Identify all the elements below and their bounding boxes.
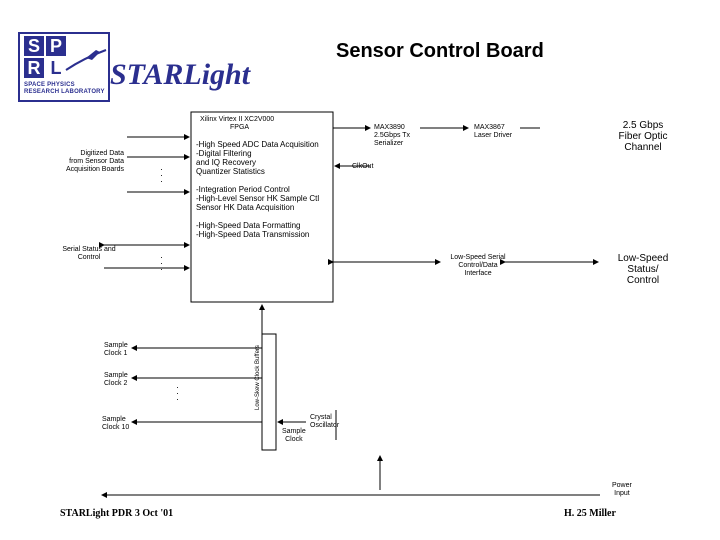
fpga-function: -High-Speed Data Formatting xyxy=(196,221,301,230)
fpga-heading: Xilinx Virtex II XC2V000 FPGA xyxy=(200,116,274,132)
label-line: Sample xyxy=(102,416,126,423)
fpga-function: Sensor HK Data Acquisition xyxy=(196,203,295,212)
sample-clock-1-label: Sample Clock 1 xyxy=(104,342,128,358)
lowspeed-output-label: Low-Speed Status/ Control xyxy=(612,253,674,286)
label-line: from Sensor Data xyxy=(69,158,124,165)
ellipsis-dots: ··· xyxy=(160,164,163,186)
fpga-function: -High-Level Sensor HK Sample Ctl xyxy=(196,194,320,203)
logo-org-name: SPACE PHYSICS RESEARCH LABORATORY xyxy=(24,82,108,96)
fpga-function-spacer xyxy=(196,176,319,185)
logo-letter-s: S xyxy=(24,36,44,56)
label-line: Status/ xyxy=(627,264,659,275)
fpga-function: -High-Speed Data Transmission xyxy=(196,230,310,239)
spr-logo: S P R L SPACE PHYSICS RESEARCH LABORATOR… xyxy=(18,32,110,102)
lowspeed-interface-block: Low-Speed Serial Control/Data Interface xyxy=(450,254,506,278)
label-line: 2.5Gbps Tx xyxy=(374,132,411,139)
label-line: Channel xyxy=(624,142,662,153)
label-line: Sample xyxy=(282,428,306,435)
label-line: Oscillator xyxy=(310,422,340,429)
label-line: Control/Data xyxy=(458,262,498,269)
logo-org-line2: RESEARCH LABORATORY xyxy=(24,89,105,95)
label-line: Control xyxy=(77,254,101,261)
label-line: MAX3867 xyxy=(474,124,505,131)
serial-status-label: Serial Status and Control xyxy=(56,246,122,262)
clock-buffer-box xyxy=(261,333,277,451)
label-line: Low-Speed xyxy=(617,253,669,264)
logo-letter-p: P xyxy=(46,36,66,56)
label-line: Laser Driver xyxy=(474,132,513,139)
logo-org-line1: SPACE PHYSICS xyxy=(24,82,75,88)
fpga-box xyxy=(190,111,334,303)
digitized-data-label: Digitized Data from Sensor Data Acquisit… xyxy=(60,150,124,174)
label-line: Acquisition Boards xyxy=(66,166,124,173)
label-line: Clock 1 xyxy=(104,350,128,357)
fpga-heading-part: Xilinx Virtex II XC2V000 xyxy=(200,116,275,123)
label-line: Clock xyxy=(285,436,303,443)
logo-letters: S P R L xyxy=(24,36,70,80)
label-line: Sample xyxy=(104,342,128,349)
label-line: Serial Status and xyxy=(62,246,116,253)
clock-buffer-label: Low-Skew Clock Buffers xyxy=(255,345,261,410)
label-line: 2.5 Gbps xyxy=(622,120,664,131)
label-line: Interface xyxy=(464,270,492,277)
starlight-wordmark: STARLight xyxy=(110,58,251,91)
sample-clock-source: Sample Clock xyxy=(282,428,306,444)
fpga-function: -Digital Filtering xyxy=(196,149,252,158)
power-input-label: Power Input xyxy=(612,482,632,498)
label-line: Serializer xyxy=(374,140,404,147)
fiber-output-label: 2.5 Gbps Fiber Optic Channel xyxy=(612,120,674,153)
label-line: Sample xyxy=(104,372,128,379)
logo-letter-r: R xyxy=(24,58,44,78)
sample-clock-10-label: Sample Clock 10 xyxy=(102,416,129,432)
label-line: Clock 2 xyxy=(104,380,128,387)
label-line: Input xyxy=(614,490,630,497)
serializer-block: MAX3890 2.5Gbps Tx Serializer xyxy=(374,124,410,148)
footer-left: STARLight PDR 3 Oct '01 xyxy=(60,508,174,519)
logo-letter-l: L xyxy=(46,58,66,78)
label-line: Power xyxy=(612,482,632,489)
label-line: MAX3890 xyxy=(374,124,405,131)
fpga-function: Quantizer Statistics xyxy=(196,167,265,176)
ellipsis-dots: ··· xyxy=(160,252,163,274)
fpga-function: -High Speed ADC Data Acquisition xyxy=(196,140,319,149)
label-line: Low-Speed Serial xyxy=(450,254,506,261)
sample-clock-2-label: Sample Clock 2 xyxy=(104,372,128,388)
clkout-label: ClkOut xyxy=(352,163,374,170)
label-line: Clock 10 xyxy=(102,424,130,431)
label-line: Crystal xyxy=(310,414,332,421)
fpga-heading-chip: FPGA xyxy=(230,124,250,131)
fpga-function: and IQ Recovery xyxy=(196,158,257,167)
label-line: Control xyxy=(626,275,660,286)
label-line: Fiber Optic xyxy=(618,131,668,142)
logo-aircraft-icon xyxy=(65,49,107,71)
footer-right: H. 25 Miller xyxy=(564,508,616,519)
ellipsis-dots: ··· xyxy=(176,382,179,404)
oscillator-block: Crystal Oscillator xyxy=(310,414,339,430)
fpga-functions: -High Speed ADC Data Acquisition -Digita… xyxy=(196,140,319,239)
fpga-function-spacer xyxy=(196,212,319,221)
label-line: Digitized Data xyxy=(80,150,124,157)
fpga-function: -Integration Period Control xyxy=(196,185,290,194)
laser-driver-block: MAX3867 Laser Driver xyxy=(474,124,512,140)
page-title: Sensor Control Board xyxy=(336,40,544,62)
